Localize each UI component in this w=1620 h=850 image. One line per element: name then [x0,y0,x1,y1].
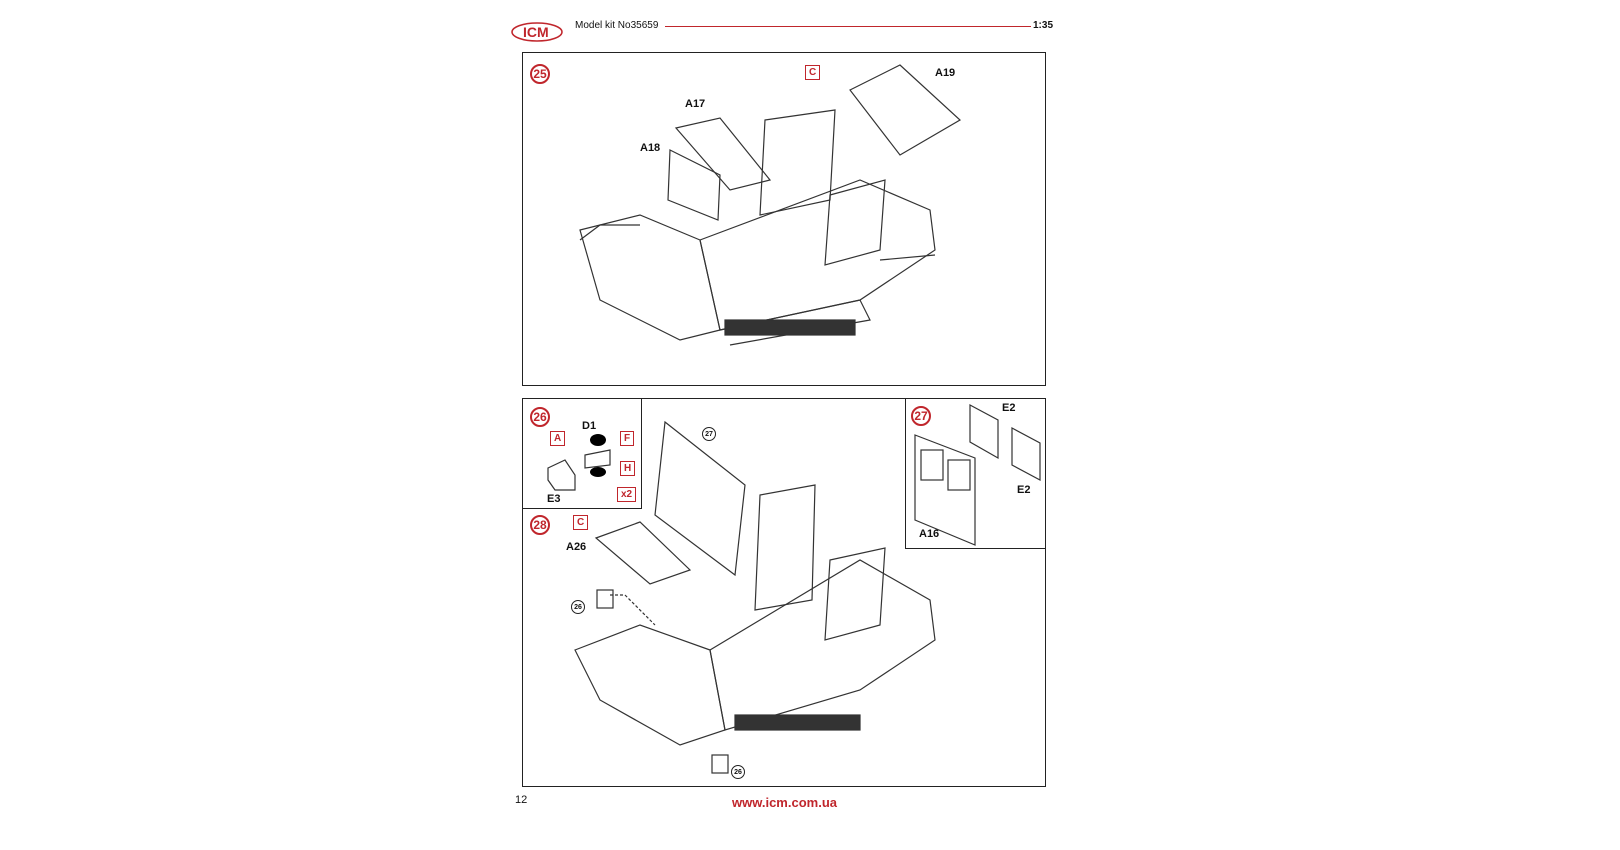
page-number: 12 [515,794,528,806]
part-label: A16 [919,528,940,540]
paint-tag: F [620,431,635,446]
step-28-panel [522,398,1046,787]
header-rule [665,26,1031,27]
paint-tag: A [550,431,566,446]
part-label: A26 [566,541,587,553]
quantity-tag: x2 [617,487,637,502]
paint-tag: C [573,515,589,530]
step-25-panel [522,52,1046,386]
step-ref: 26 [731,765,745,779]
part-label: E2 [1017,484,1031,496]
step-25-number: 25 [530,64,550,84]
part-label: E2 [1002,402,1016,414]
step-27-panel [905,398,1046,549]
paint-tag: C [805,65,821,80]
step-26-number: 26 [530,407,550,427]
step-27-number: 27 [911,406,931,426]
svg-text:ICM: ICM [523,24,549,40]
step-26-panel [522,398,642,509]
website-link[interactable]: www.icm.com.ua [732,795,837,810]
part-label: E3 [547,493,561,505]
part-label: A19 [935,67,956,79]
part-label: A17 [685,98,706,110]
part-label: A18 [640,142,661,154]
part-label: D1 [582,420,597,432]
step-ref: 26 [571,600,585,614]
scale: 1:35 [1033,20,1054,31]
step-28-number: 28 [530,515,550,535]
step-ref: 27 [702,427,716,441]
paint-tag: H [620,461,636,476]
kit-number: Model kit No35659 [575,20,659,31]
icm-logo: ICM [510,18,565,48]
